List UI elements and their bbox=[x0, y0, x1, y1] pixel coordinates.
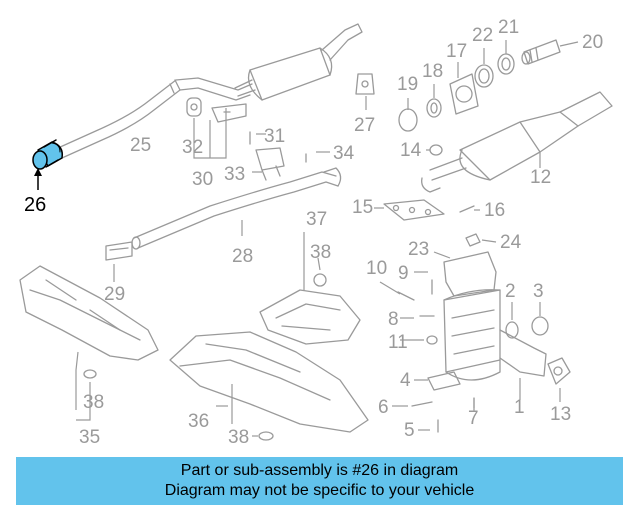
part-label-1: 1 bbox=[514, 397, 525, 418]
bracket-15 bbox=[383, 199, 445, 221]
part-label-29: 29 bbox=[104, 284, 126, 305]
gasket-13 bbox=[547, 357, 571, 385]
clamp-26 bbox=[32, 139, 64, 170]
nut-11 bbox=[426, 335, 438, 345]
leader-lines bbox=[75, 40, 579, 437]
heat-shield-35 bbox=[19, 265, 159, 361]
part-label-18: 18 bbox=[422, 61, 444, 82]
nut-38-b bbox=[83, 369, 97, 379]
particulate-filter-1 bbox=[443, 289, 547, 381]
part-label-13: 13 bbox=[550, 404, 572, 425]
part-label-19: 19 bbox=[397, 74, 419, 95]
flange-17 bbox=[449, 73, 479, 115]
clamp-29 bbox=[105, 241, 133, 261]
front-pipe bbox=[131, 167, 342, 250]
hanger-32 bbox=[186, 97, 202, 117]
catalytic-converter-12 bbox=[421, 91, 613, 193]
part-label-38-c: 38 bbox=[228, 427, 250, 448]
stud-10 bbox=[397, 291, 415, 301]
heat-shield-36 bbox=[169, 331, 369, 433]
gasket-2 bbox=[505, 321, 519, 339]
part-label-4: 4 bbox=[400, 370, 411, 391]
stud-6 bbox=[411, 401, 433, 407]
part-label-26: 26 bbox=[24, 194, 47, 216]
part-label-2: 2 bbox=[505, 281, 516, 302]
bracket-4 bbox=[427, 371, 461, 391]
exhaust-system-diagram bbox=[19, 23, 613, 441]
part-label-9: 9 bbox=[398, 263, 409, 284]
clamp-22 bbox=[474, 64, 494, 88]
part-label-11: 11 bbox=[388, 332, 408, 353]
part-label-16: 16 bbox=[484, 200, 506, 221]
part-label-37: 37 bbox=[306, 209, 328, 230]
part-label-23: 23 bbox=[408, 239, 430, 260]
part-label-33: 33 bbox=[224, 164, 246, 185]
part-label-28: 28 bbox=[232, 246, 254, 267]
banner-line-1: Part or sub-assembly is #26 in diagram bbox=[180, 462, 459, 479]
bracket-31 bbox=[211, 103, 247, 123]
part-label-32: 32 bbox=[182, 137, 204, 158]
part-label-14: 14 bbox=[400, 140, 422, 161]
nut-24 bbox=[465, 233, 481, 247]
part-label-25: 25 bbox=[130, 135, 152, 156]
part-label-27: 27 bbox=[354, 115, 376, 136]
part-label-31: 31 bbox=[264, 126, 286, 147]
arrow-26 bbox=[34, 168, 42, 176]
part-label-20: 20 bbox=[582, 32, 604, 53]
part-label-17: 17 bbox=[446, 41, 468, 62]
gasket-14 bbox=[429, 144, 443, 156]
part-label-12: 12 bbox=[530, 167, 552, 188]
clamp-3 bbox=[531, 316, 549, 336]
gasket-18 bbox=[426, 98, 442, 118]
rubber-hanger-27 bbox=[355, 73, 375, 95]
nut-38-c bbox=[258, 431, 274, 441]
bracket-33 bbox=[255, 147, 285, 181]
nut-38-a bbox=[313, 273, 327, 287]
pipe-20 bbox=[521, 39, 561, 65]
part-label-3: 3 bbox=[533, 281, 544, 302]
part-label-24: 24 bbox=[500, 232, 522, 253]
part-label-5: 5 bbox=[404, 420, 415, 441]
part-label-21: 21 bbox=[498, 17, 520, 38]
rear-muffler bbox=[234, 23, 363, 101]
part-label-30: 30 bbox=[192, 169, 214, 190]
heat-shield-37 bbox=[259, 289, 361, 345]
part-label-34: 34 bbox=[333, 143, 355, 164]
part-label-38-b: 38 bbox=[83, 392, 105, 413]
banner-line-2: Diagram may not be specific to your vehi… bbox=[164, 482, 475, 499]
heat-shield-23 bbox=[443, 251, 497, 297]
part-label-8: 8 bbox=[388, 309, 399, 330]
part-label-38-a: 38 bbox=[310, 242, 332, 263]
part-label-15: 15 bbox=[352, 197, 374, 218]
part-label-7: 7 bbox=[468, 408, 479, 429]
part-label-36: 36 bbox=[188, 411, 210, 432]
bolt-16 bbox=[459, 205, 475, 213]
info-banner: Part or sub-assembly is #26 in diagram D… bbox=[16, 457, 623, 505]
part-label-35: 35 bbox=[79, 427, 101, 448]
intermediate-pipe bbox=[57, 77, 253, 159]
part-label-10: 10 bbox=[366, 258, 388, 279]
part-label-22: 22 bbox=[472, 25, 494, 46]
gasket-21 bbox=[497, 53, 515, 75]
clamp-19 bbox=[398, 108, 418, 132]
part-label-6: 6 bbox=[378, 397, 389, 418]
